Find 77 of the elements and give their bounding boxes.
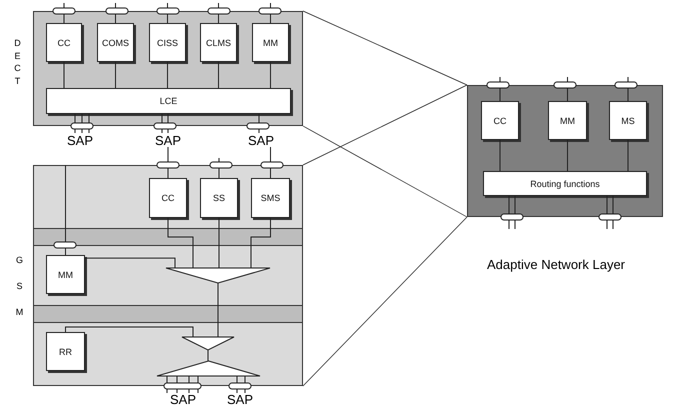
- box-label: LCE: [160, 96, 178, 106]
- box-label: RR: [59, 346, 72, 356]
- protocol-entity-box: [609, 101, 647, 140]
- box-label: CISS: [156, 38, 178, 48]
- protocol-entity-box: [46, 255, 85, 294]
- box-label: Routing functions: [530, 178, 600, 188]
- sap-label: SAP: [170, 393, 196, 406]
- box-label: CC: [162, 193, 174, 203]
- sap-label: SAP: [66, 134, 93, 146]
- vertical-label: GSM: [15, 254, 24, 319]
- protocol-entity-box: [46, 23, 82, 62]
- connector-line: [218, 158, 220, 178]
- connector-line: [244, 376, 246, 394]
- projection-line: [302, 126, 468, 218]
- protocol-entity-box: [483, 171, 647, 196]
- connector-line: [567, 76, 568, 102]
- layer-panel: [33, 11, 303, 126]
- connector-line: [218, 62, 219, 88]
- protocol-entity-box: [252, 23, 289, 62]
- protocol-entity-box: [97, 23, 134, 62]
- connector-line: [115, 2, 116, 24]
- sap-label: SAP: [248, 134, 274, 146]
- box-label: COMS: [102, 38, 129, 48]
- connector-line: [65, 326, 194, 338]
- connector-line: [270, 62, 271, 88]
- protocol-entity-box: [548, 101, 587, 140]
- box-label: SMS: [260, 193, 280, 203]
- connector-line: [606, 196, 608, 230]
- connector-line: [167, 62, 168, 88]
- connector-line: [612, 196, 614, 230]
- vertical-label: DECT: [13, 37, 22, 87]
- layer-panel: [33, 165, 303, 386]
- connector-line: [168, 218, 194, 268]
- connector-line: [167, 2, 168, 24]
- connector-line: [250, 218, 271, 268]
- connector-line: [236, 376, 238, 394]
- connector-line: [508, 196, 510, 230]
- box-label: MM: [58, 270, 73, 280]
- projection-line: [302, 84, 468, 166]
- connector-line: [514, 196, 516, 230]
- box-label: SS: [212, 193, 225, 203]
- connector-line: [84, 258, 176, 268]
- box-label: MM: [263, 38, 278, 48]
- connector-line: [65, 164, 66, 256]
- sap-label: SAP: [226, 393, 253, 406]
- box-label: CC: [494, 116, 506, 126]
- protocol-entity-box: [200, 178, 238, 218]
- connector-line: [218, 218, 220, 268]
- layer-name-label: Adaptive Network Layer: [487, 258, 626, 271]
- layer-panel: [467, 85, 663, 217]
- multiplexer-triangle: [157, 361, 260, 376]
- protocol-entity-box: [149, 23, 186, 62]
- protocol-entity-box: [46, 332, 85, 371]
- protocol-entity-box: [251, 178, 290, 218]
- layer-panel: [33, 165, 303, 229]
- protocol-entity-box: [46, 88, 291, 114]
- connector-line: [218, 2, 219, 24]
- connector-line: [74, 114, 76, 134]
- box-label: CLMS: [206, 38, 231, 48]
- projection-line: [302, 10, 468, 86]
- connector-line: [567, 140, 568, 172]
- layer-panel: [33, 322, 303, 386]
- box-label: CC: [58, 38, 70, 48]
- connector-line: [88, 114, 90, 134]
- box-label: MM: [560, 116, 575, 126]
- protocol-entity-box: [200, 23, 237, 62]
- projection-line: [302, 216, 468, 386]
- connector-line: [270, 2, 271, 24]
- connector-line: [115, 62, 116, 88]
- layer-panel: [33, 245, 303, 306]
- box-label: MS: [621, 116, 635, 126]
- multiplexer-triangle: [166, 268, 270, 283]
- connector-line: [258, 114, 260, 134]
- protocol-entity-box: [149, 178, 187, 218]
- sap-label: SAP: [154, 134, 181, 146]
- protocol-entity-box: [481, 101, 519, 140]
- multiplexer-triangle: [182, 337, 234, 350]
